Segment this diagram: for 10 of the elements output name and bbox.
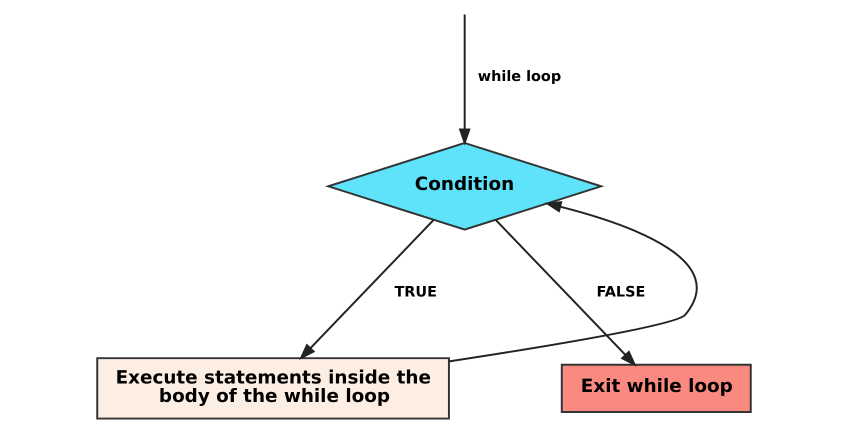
node-box: Exit while loop [560, 364, 752, 413]
edge-label: while loop [478, 69, 562, 86]
node-diamond: Condition [324, 142, 604, 231]
arrow [458, 14, 471, 146]
edge-label: TRUE [394, 284, 437, 300]
edge-label: FALSE [596, 284, 646, 300]
arrow [495, 219, 637, 367]
arrow [449, 201, 698, 362]
arrow [299, 219, 434, 360]
node-box: Execute statements inside the body of the while loop [96, 357, 450, 420]
